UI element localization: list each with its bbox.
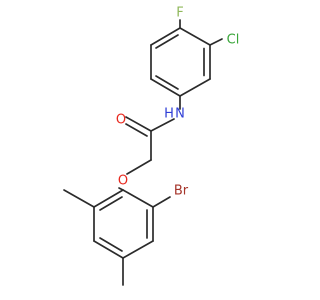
- atom-fluorine: F: [176, 6, 183, 21]
- bond: [125, 116, 152, 132]
- bond: [125, 123, 148, 137]
- atom-nitrogen: N: [175, 107, 185, 122]
- bond: [93, 240, 124, 259]
- bond: [150, 27, 181, 46]
- bond: [155, 34, 179, 49]
- bond: [179, 27, 211, 46]
- atom-hydrogen: H: [164, 107, 174, 122]
- bond: [99, 196, 123, 211]
- bond: [63, 189, 95, 208]
- bond: [152, 196, 171, 208]
- bond: [150, 118, 175, 132]
- bond: [122, 240, 154, 259]
- structure-canvas: F Cl N H O O Br: [63, 6, 239, 286]
- bond: [93, 189, 124, 208]
- atom-bromine: Br: [174, 184, 189, 199]
- bond: [155, 75, 179, 90]
- molecule-structure: F Cl N H O O Br: [63, 6, 239, 286]
- bond: [179, 78, 211, 97]
- atom-chlorine: Cl: [227, 33, 240, 48]
- bond: [126, 159, 152, 175]
- bond: [99, 237, 123, 252]
- atom-oxygen-carbonyl: O: [116, 113, 126, 128]
- atom-labels: F Cl N H O O Br: [116, 6, 239, 199]
- bond: [150, 78, 181, 97]
- bond: [122, 189, 154, 208]
- bonds: [63, 19, 223, 286]
- bond: [209, 38, 223, 46]
- atom-oxygen-ether: O: [118, 174, 128, 189]
